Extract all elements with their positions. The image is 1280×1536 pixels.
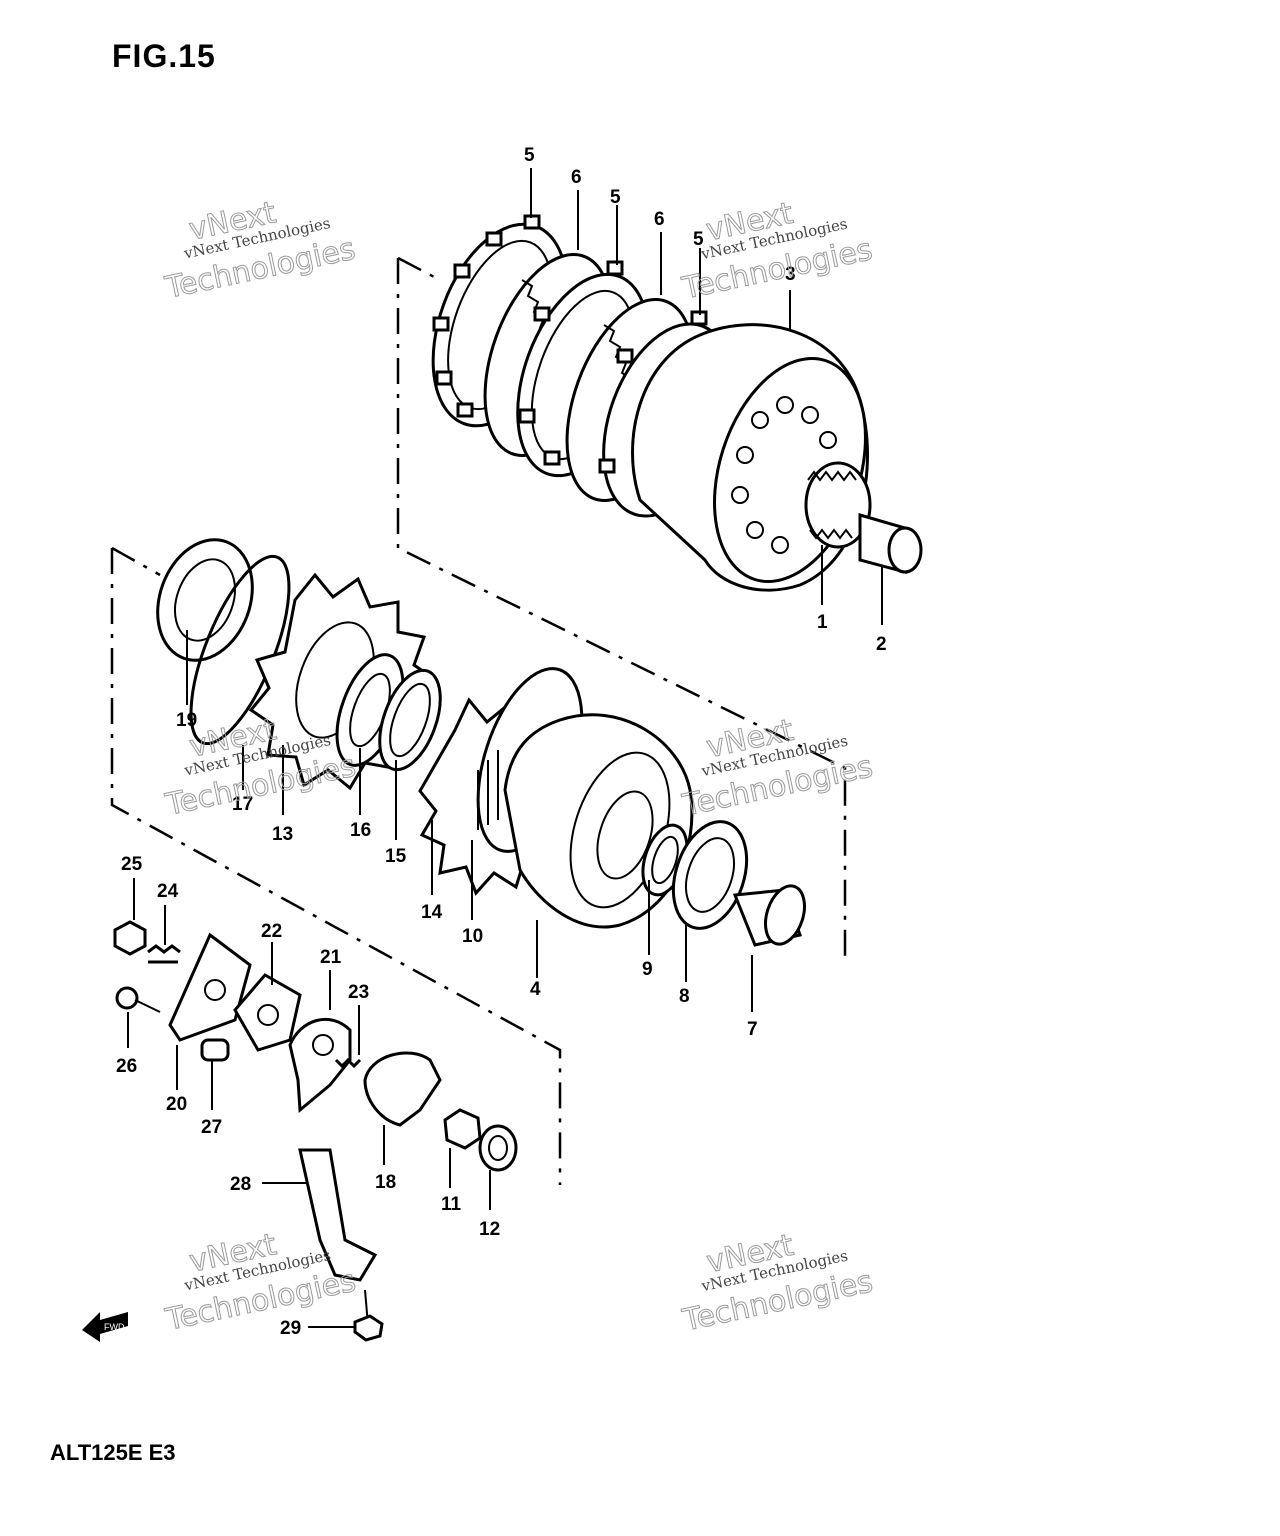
- callout-23: 23: [348, 982, 369, 1003]
- release-arm-28: [298, 1148, 378, 1282]
- bearing-19: [156, 538, 254, 662]
- callout-5: 5: [524, 145, 535, 166]
- callout-4: 4: [530, 979, 541, 1000]
- primary-driven-gear: [804, 461, 872, 549]
- callout-1: 1: [817, 612, 828, 633]
- callout-6: 6: [571, 167, 582, 188]
- callout-7: 7: [747, 1019, 758, 1040]
- callout-29: 29: [280, 1318, 301, 1339]
- watermark-top-left: vNext vNext Technologies Technologies: [161, 195, 359, 307]
- callout-15: 15: [385, 846, 407, 867]
- washer-12: [478, 1124, 518, 1172]
- nut-11: [443, 1108, 482, 1150]
- clutch-sleeve-hub: [858, 513, 923, 574]
- callout-3: 3: [785, 264, 796, 285]
- bolt-29: [353, 1289, 384, 1342]
- callout-25: 25: [121, 854, 143, 875]
- plate-20: [168, 932, 252, 1042]
- callout-28: 28: [230, 1174, 251, 1195]
- spring-23: [334, 1057, 362, 1069]
- spacer-7: [732, 884, 806, 947]
- callout-22: 22: [261, 921, 282, 942]
- clutch-drum: [631, 323, 869, 592]
- callout-8: 8: [679, 986, 690, 1007]
- nut-25: [113, 920, 147, 956]
- model-code: ALT125E E3: [50, 1440, 176, 1465]
- collar-27: [200, 1038, 230, 1062]
- callout-14: 14: [421, 902, 443, 923]
- callout-21: 21: [320, 947, 342, 968]
- release-sleeve-18: [363, 1051, 442, 1127]
- cam-21: [288, 1017, 352, 1114]
- callout-18: 18: [375, 1172, 396, 1193]
- callout-13: 13: [272, 824, 293, 845]
- callouts: 5 6 5 6 5 3 1 2 19 17 13 16 15 14 10 4 9…: [116, 145, 887, 1339]
- plate-22: [233, 973, 302, 1052]
- callout-6: 6: [654, 209, 665, 230]
- callout-11: 11: [441, 1194, 462, 1215]
- svg-text:FWD: FWD: [104, 1322, 125, 1332]
- callout-2: 2: [876, 634, 887, 655]
- callout-12: 12: [479, 1219, 500, 1240]
- watermark-bottom-right: vNext vNext Technologies Technologies: [679, 1227, 877, 1339]
- lower-group-frame: [110, 546, 562, 1185]
- callout-24: 24: [157, 881, 179, 902]
- figure-title: FIG.15: [112, 38, 216, 74]
- callout-9: 9: [642, 959, 653, 980]
- clutch-housing-4: [503, 713, 694, 929]
- callout-19: 19: [176, 710, 197, 731]
- callout-26: 26: [116, 1056, 137, 1077]
- callout-5: 5: [693, 229, 704, 250]
- needle-bearing-15: [378, 668, 442, 772]
- screw-26: [115, 986, 161, 1013]
- watermark-mid-left: vNext vNext Technologies Technologies: [162, 712, 360, 824]
- callout-10: 10: [462, 926, 483, 947]
- leader-lines: [127, 168, 883, 1328]
- callout-17: 17: [232, 794, 253, 815]
- callout-16: 16: [350, 820, 371, 841]
- upper-group-frame: [396, 256, 847, 965]
- spring-24: [147, 944, 181, 964]
- fwd-arrow-icon: FWD: [82, 1312, 128, 1342]
- callout-20: 20: [166, 1094, 187, 1115]
- callout-5: 5: [610, 187, 621, 208]
- callout-27: 27: [201, 1117, 222, 1138]
- bearing-8: [671, 820, 749, 930]
